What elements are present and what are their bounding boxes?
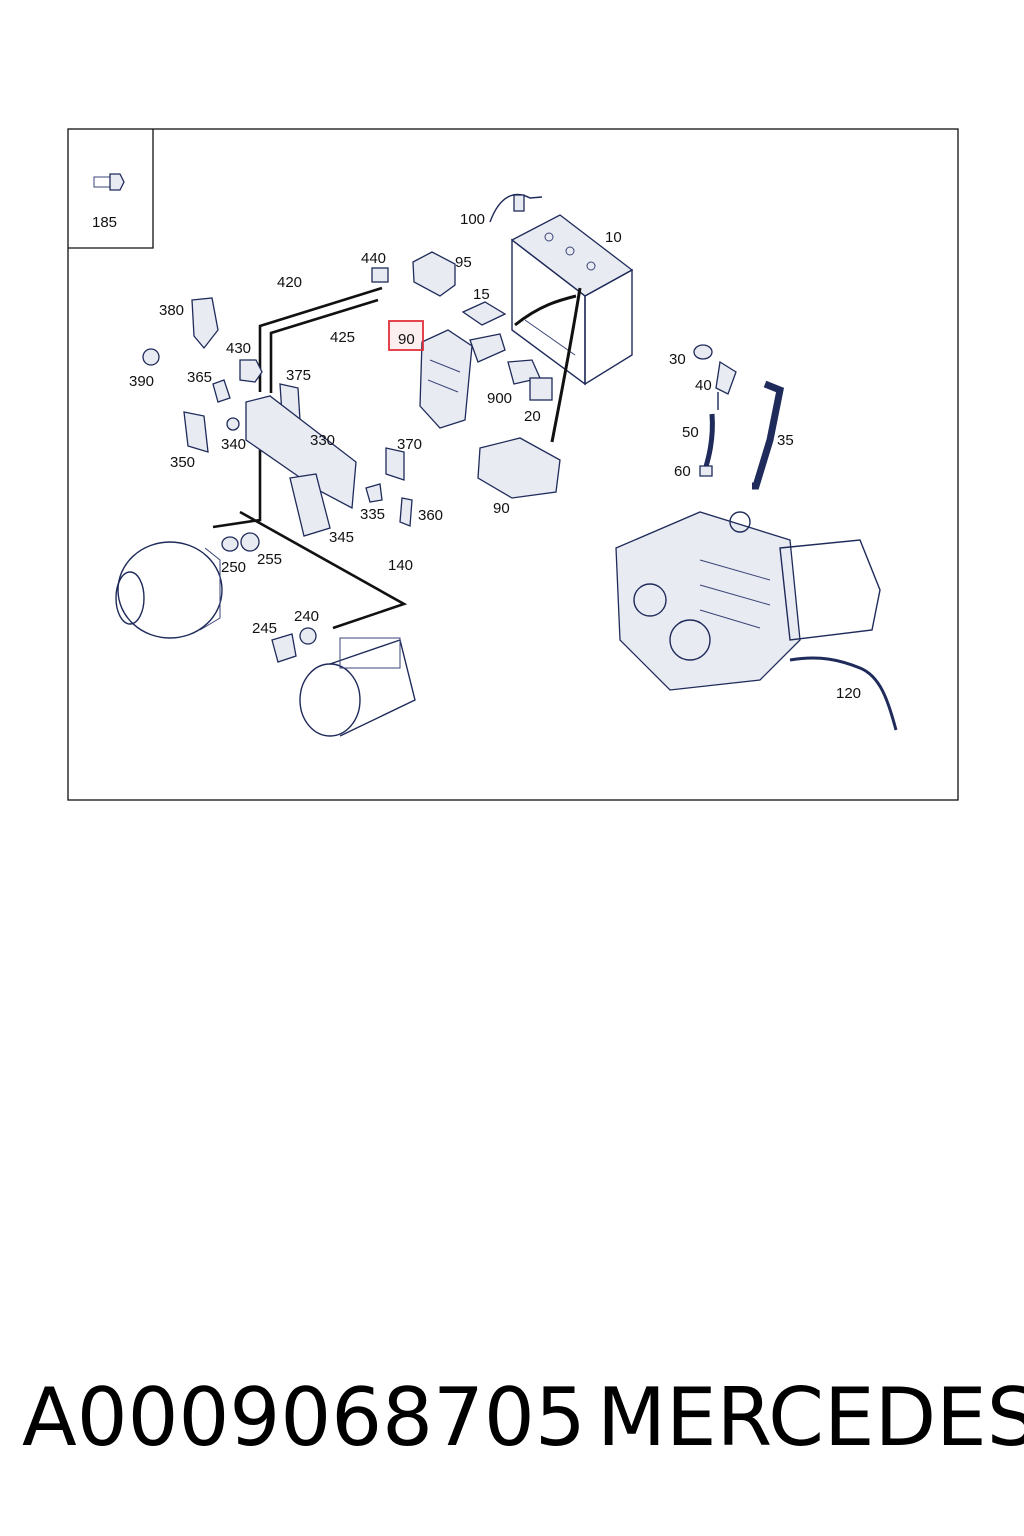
callout-185: 185 <box>92 214 117 231</box>
highlight-box <box>388 320 424 351</box>
starter-illustration <box>299 637 416 737</box>
callout-95: 95 <box>455 254 472 271</box>
nut-250 <box>221 536 239 552</box>
cover-345 <box>289 473 331 537</box>
callout-390: 390 <box>129 373 154 390</box>
callout-15: 15 <box>473 286 490 303</box>
bracket-380 <box>191 297 219 350</box>
callout-255: 255 <box>257 551 282 568</box>
callout-10: 10 <box>605 229 622 246</box>
callout-375: 375 <box>286 367 311 384</box>
part-number: A0009068705 <box>22 1371 586 1464</box>
battery-cable-100 <box>489 193 543 223</box>
bolt-icon <box>93 173 125 191</box>
callout-100: 100 <box>460 211 485 228</box>
clip-365 <box>212 379 231 403</box>
ground-cable-120 <box>789 656 898 731</box>
plate-15 <box>461 301 507 326</box>
arrow-1 <box>514 294 577 327</box>
callout-360: 360 <box>418 507 443 524</box>
cover-95 <box>412 251 456 297</box>
battery-illustration <box>510 214 634 386</box>
callout-380: 380 <box>159 302 184 319</box>
callout-900: 900 <box>487 390 512 407</box>
callout-240: 240 <box>294 608 319 625</box>
bracket-370 <box>385 447 405 481</box>
plug-335 <box>365 483 383 503</box>
callout-50: 50 <box>682 424 699 441</box>
carrier-330 <box>245 395 357 510</box>
callout-340: 340 <box>221 436 246 453</box>
brand-name: MERCEDES <box>597 1371 1024 1464</box>
footer: A0009068705 MERCEDES <box>0 1366 1024 1476</box>
hose-35 <box>752 380 785 490</box>
callout-20: 20 <box>524 408 541 425</box>
inset-box: 185 <box>68 129 154 249</box>
callout-245: 245 <box>252 620 277 637</box>
callout-425: 425 <box>330 329 355 346</box>
callout-420: 420 <box>277 274 302 291</box>
boot-245 <box>271 633 297 663</box>
callout-370: 370 <box>397 436 422 453</box>
callout-440: 440 <box>361 250 386 267</box>
callout-330: 330 <box>310 432 335 449</box>
callout-120: 120 <box>836 685 861 702</box>
engine-illustration <box>615 511 881 691</box>
callout-140: 140 <box>388 557 413 574</box>
callout-335: 335 <box>360 506 385 523</box>
cap-255 <box>240 532 260 552</box>
callout-365: 365 <box>187 369 212 386</box>
callout-40: 40 <box>695 377 712 394</box>
clip-440 <box>371 267 389 283</box>
alternator-illustration <box>115 541 223 639</box>
battery-tray-90 <box>477 437 561 499</box>
callout-90: 90 <box>493 500 510 517</box>
callout-350: 350 <box>170 454 195 471</box>
arrow-2 <box>550 287 582 443</box>
callout-35: 35 <box>777 432 794 449</box>
callout-345: 345 <box>329 529 354 546</box>
diagram-frame <box>67 128 959 801</box>
parts-diagram: 185 90 <box>67 128 959 801</box>
callout-labels: 100 10 440 95 420 15 380 425 430 390 365… <box>129 211 861 702</box>
sensor-20 <box>529 377 553 401</box>
callout-90-highlighted: 90 <box>398 331 415 348</box>
callout-250: 250 <box>221 559 246 576</box>
nut-340 <box>226 417 240 431</box>
callout-60: 60 <box>674 463 691 480</box>
bracket-350 <box>183 411 209 453</box>
clip-360 <box>399 497 413 527</box>
distribution-block-90 <box>419 329 506 429</box>
callout-30: 30 <box>669 351 686 368</box>
callout-430: 430 <box>226 340 251 357</box>
nut-430 <box>239 359 263 383</box>
vent-hose-assembly <box>693 344 737 477</box>
nut-390 <box>142 348 160 366</box>
nut-240 <box>299 627 317 645</box>
